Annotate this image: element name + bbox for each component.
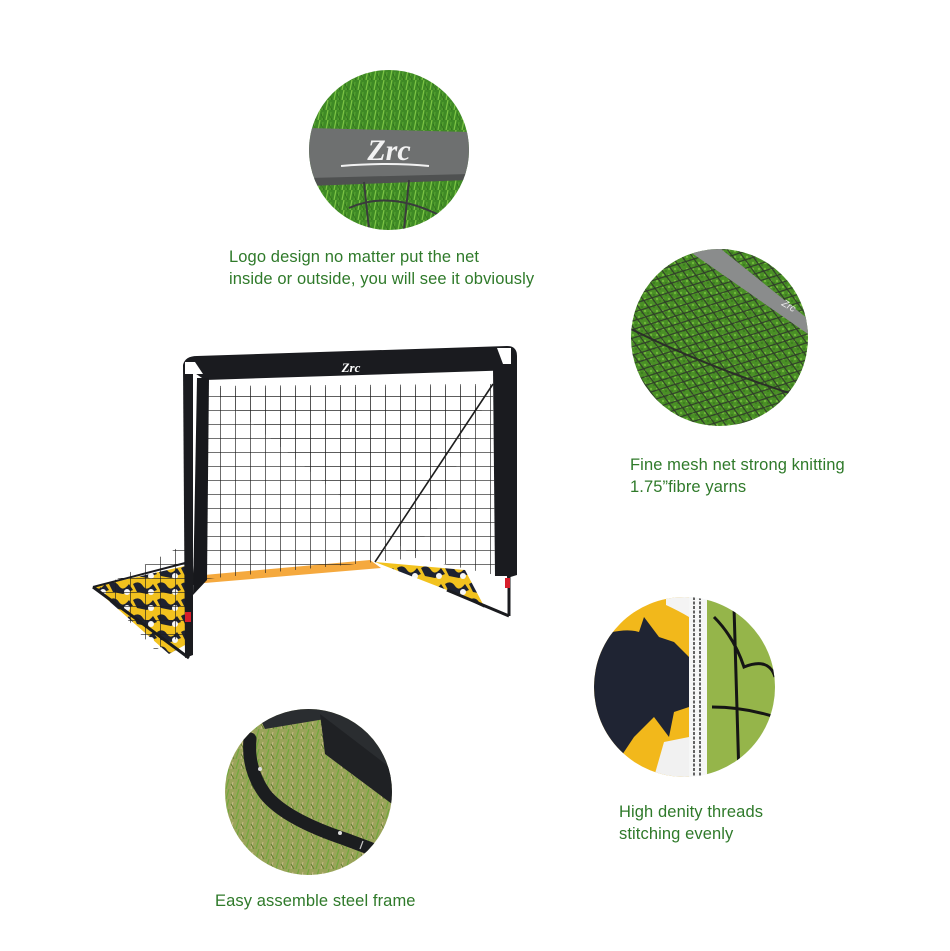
caption-line: 1.75”fibre yarns <box>630 478 747 496</box>
caption-logo-design: Logo design no matter put the net inside… <box>229 246 534 290</box>
goal-logo-text: Zrc <box>341 360 361 375</box>
logo-text: Zrc <box>366 134 410 167</box>
caption-stitching: High denity threads stitching evenly <box>619 801 763 845</box>
caption-line: Easy assemble steel frame <box>215 892 416 910</box>
caption-line: inside or outside, you will see it obvio… <box>229 270 535 288</box>
caption-line: stitching evenly <box>619 825 734 843</box>
caption-steel-frame: Easy assemble steel frame <box>215 890 416 912</box>
stitching-closeup-photo <box>594 597 775 777</box>
logo-closeup-photo: Zrc <box>309 70 469 230</box>
caption-fine-mesh: Fine mesh net strong knitting 1.75”fibre… <box>630 454 845 498</box>
caption-line: High denity threads <box>619 803 764 821</box>
net-mesh-closeup-photo: Zrc <box>631 249 808 426</box>
caption-line: Fine mesh net strong knitting <box>630 456 845 474</box>
steel-frame-closeup-photo <box>225 709 392 875</box>
caption-line: Logo design no matter put the net <box>229 248 480 266</box>
soccer-goal-photo: Zrc <box>85 340 525 670</box>
